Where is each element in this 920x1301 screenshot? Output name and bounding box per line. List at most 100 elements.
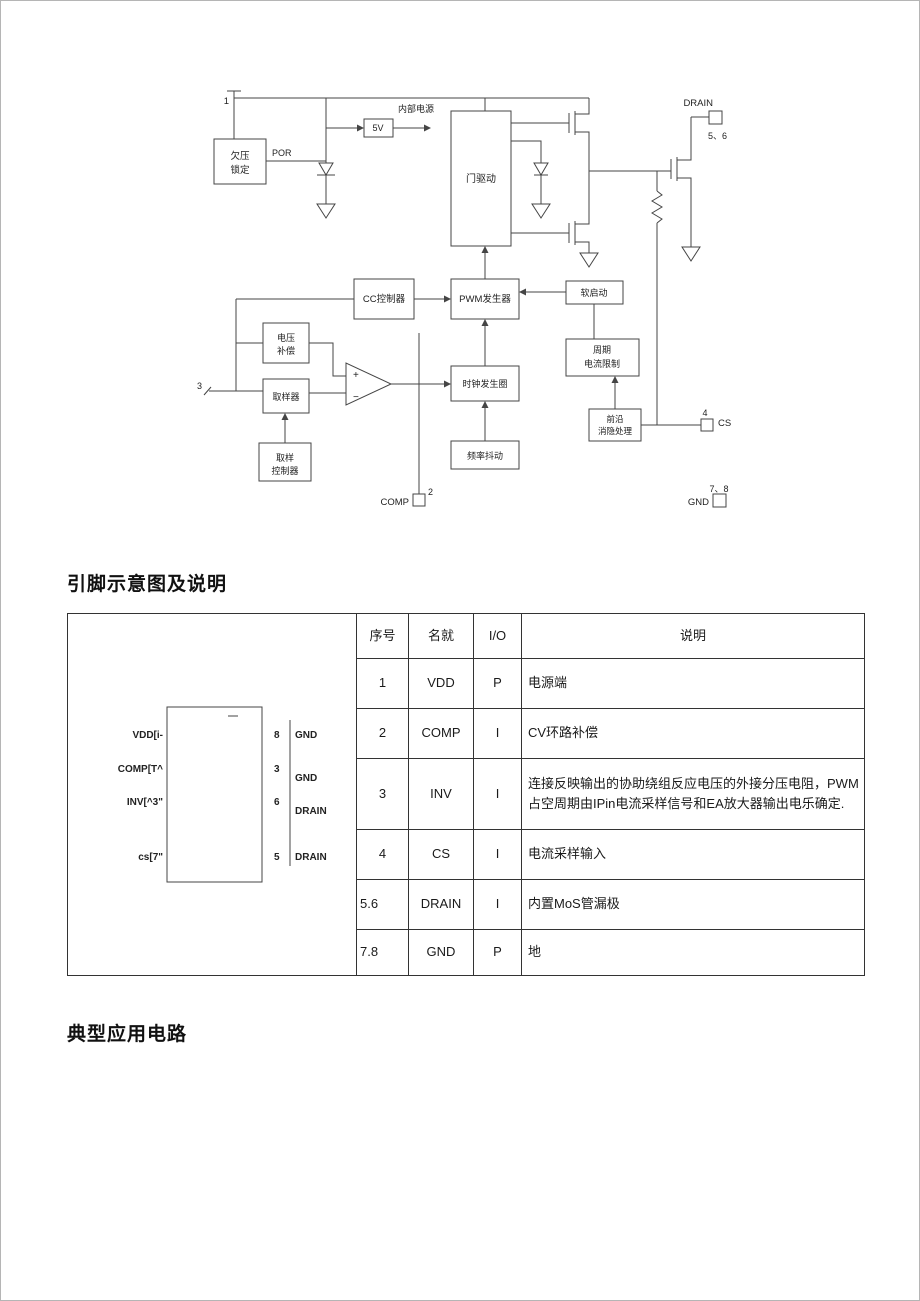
cycle-limit-label-1: 周期 — [593, 345, 611, 355]
pin-row-io: I — [474, 709, 522, 759]
voltage-comp-label-1: 电压 — [277, 332, 295, 343]
comp-label: COMP — [381, 497, 410, 508]
inv-pin-number: 3 — [197, 381, 202, 391]
sample-controller-label-2: 控制器 — [271, 465, 298, 476]
freq-jitter-label: 频率抖动 — [467, 450, 503, 461]
pin-row-desc: 电源端 — [522, 659, 864, 709]
drain-pin-box — [708, 110, 723, 125]
pin-table-grid: 序号 名就 I/O 说明 1 VDD P 电源端 2 COMP I CV环路补偿… — [357, 614, 864, 975]
pin-row-desc: 地 — [528, 944, 542, 960]
gnd-label: GND — [688, 497, 709, 508]
block-diagram: 1 欠压 锁定 POR 5V 内部电源 门驱动 DRAIN 5、6 CC控制器 … — [197, 90, 731, 508]
chip-left-pin-inv: INV[^3" — [127, 797, 163, 808]
pin-row-desc: 连接反映输出的协助绕组反应电压的外接分压电阻，PWM占空周期由IPin电流采样信… — [522, 759, 864, 830]
chip-body — [166, 706, 263, 883]
pin-row-io: I — [474, 759, 522, 830]
voltage-comp-label-2: 补偿 — [277, 345, 295, 356]
pin-row-io: I — [474, 830, 522, 880]
error-amp-icon — [345, 362, 393, 406]
pin-row-no: 7.8 — [357, 930, 409, 975]
pin-row-desc: 电流采样输入 — [522, 830, 864, 880]
chip-right-name-gnd-1: GND — [295, 730, 317, 741]
col-header-no: 序号 — [357, 614, 409, 659]
freq-jitter-block — [450, 440, 520, 470]
chip-right-num-5: 5 — [274, 852, 280, 863]
cycle-limit-label-2: 电流限制 — [584, 358, 620, 369]
clock-generator-block — [450, 365, 520, 402]
drain-label: DRAIN — [683, 98, 713, 109]
chip-left-pin-cs: cs[7" — [138, 852, 163, 863]
chip-package-diagram: VDD[i- COMP[T^ INV[^3" cs[7" 8 GND 3 GND… — [118, 706, 327, 883]
sample-controller-block — [258, 442, 312, 482]
col-header-name: 名就 — [409, 614, 474, 659]
cs-pin-number: 4 — [702, 408, 707, 418]
pin-row-name: DRAIN — [409, 880, 474, 930]
pin-row-desc: 内置MoS管漏极 — [522, 880, 864, 930]
pwm-generator-block — [450, 278, 520, 320]
sampler-block — [262, 378, 310, 414]
opamp-minus-sign: − — [353, 392, 359, 403]
pin-table: VDD[i- COMP[T^ INV[^3" cs[7" 8 GND 3 GND… — [67, 613, 865, 976]
opamp-plus-sign: + — [353, 370, 359, 381]
leb-block — [588, 408, 642, 442]
pins-section-heading: 引脚示意图及说明 — [67, 574, 228, 595]
chip-package-cell: VDD[i- COMP[T^ INV[^3" cs[7" 8 GND 3 GND… — [68, 614, 357, 975]
clock-generator-label: 时钟发生圈 — [462, 378, 507, 389]
chip-right-num-8: 8 — [274, 730, 280, 741]
leb-label-2: 消隐处理 — [598, 426, 633, 436]
voltage-comp-block — [262, 322, 310, 364]
pin-row-name: GND — [409, 930, 474, 975]
chip-left-pin-vdd: VDD[i- — [132, 730, 163, 741]
chip-right-name-drain-1: DRAIN — [295, 806, 327, 817]
diagram-arrowheads — [281, 124, 619, 420]
pin-row-desc: CV环路补偿 — [522, 709, 864, 759]
pin-row-io: P — [474, 930, 522, 975]
pin1-number: 1 — [224, 96, 229, 107]
pin-row-name: VDD — [409, 659, 474, 709]
clamp-diode-icon — [533, 162, 549, 176]
gate-drive-block — [450, 110, 512, 247]
reg5v-block — [363, 118, 394, 138]
gnd-pins-label: 7、8 — [709, 484, 728, 494]
pin-row-name: COMP — [409, 709, 474, 759]
cs-label: CS — [718, 418, 731, 429]
uvlo-label-1: 欠压 — [230, 150, 250, 162]
chip-left-pin-comp: COMP[T^ — [118, 764, 163, 775]
pin-row-name: CS — [409, 830, 474, 880]
internal-power-label: 内部电源 — [398, 103, 434, 114]
pin-row-no: 4 — [357, 830, 409, 880]
pin-row-io: P — [474, 659, 522, 709]
sample-controller-label-1: 取样 — [276, 452, 294, 463]
soft-start-block — [565, 280, 624, 305]
pin-row-no: 3 — [357, 759, 409, 830]
chip-right-name-gnd-2: GND — [295, 773, 317, 784]
uvlo-block — [213, 138, 267, 185]
chip-right-name-drain-2: DRAIN — [295, 852, 327, 863]
diagram-wires — [203, 90, 709, 494]
chip-right-num-7: 3 — [274, 764, 280, 775]
pin-row-io: I — [474, 880, 522, 930]
ground-icon — [316, 203, 701, 268]
pin-row-no: 5.6 — [357, 880, 409, 930]
cc-controller-label: CC控制器 — [363, 293, 406, 305]
sampler-label: 取样器 — [272, 391, 299, 402]
cycle-current-limit-block — [565, 338, 640, 377]
por-label: POR — [272, 148, 292, 158]
application-section-heading: 典型应用电路 — [67, 1024, 188, 1045]
gnd-pin-box — [712, 493, 727, 508]
cc-controller-block — [353, 278, 415, 320]
drain-pins-label: 5、6 — [708, 131, 727, 141]
pin-row-no: 1 — [357, 659, 409, 709]
pwm-generator-label: PWM发生器 — [459, 293, 511, 305]
pin-row-no: 2 — [357, 709, 409, 759]
cs-pin-box — [700, 418, 714, 432]
soft-start-label: 软启动 — [580, 287, 607, 298]
comp-pin-number: 2 — [428, 487, 433, 497]
col-header-desc: 说明 — [522, 614, 864, 659]
comp-pin-box — [412, 493, 426, 507]
gate-drive-label: 门驱动 — [466, 172, 496, 185]
leb-label-1: 前沿 — [606, 414, 624, 424]
pin-row-name: INV — [409, 759, 474, 830]
reg5v-label: 5V — [372, 123, 383, 133]
